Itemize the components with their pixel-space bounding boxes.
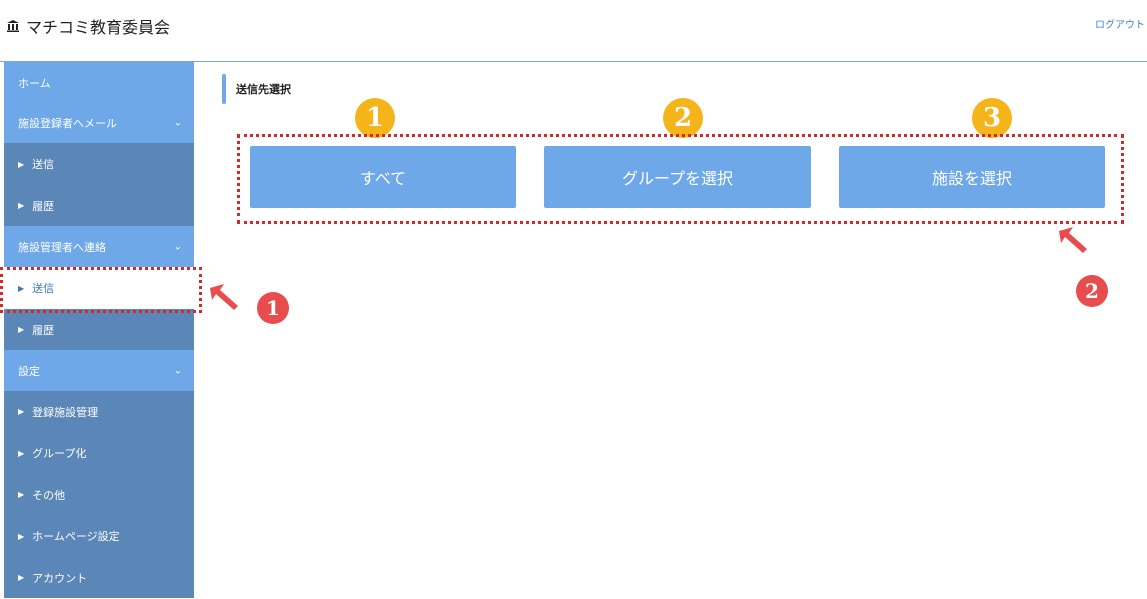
- sidebar-item-label: 送信: [32, 282, 55, 295]
- sidebar-item-label: ホームページ設定: [32, 530, 120, 543]
- annotation-number-2: 2: [663, 98, 703, 138]
- triangle-right-icon: ▶: [18, 531, 25, 541]
- logout-link[interactable]: ログアウト: [1095, 20, 1145, 31]
- select-group-button[interactable]: グループを選択: [544, 146, 811, 208]
- annotation-number-red-1: 1: [257, 292, 289, 324]
- sidebar-item-admin-send[interactable]: ▶ 送信: [4, 267, 194, 309]
- sidebar-item-label: 施設管理者へ連絡: [18, 240, 106, 254]
- annotation-number-3: 3: [972, 98, 1012, 138]
- brand: マチコミ教育委員会: [6, 14, 170, 38]
- triangle-right-icon: ▶: [18, 448, 25, 458]
- arrow-up-left-icon: [210, 284, 238, 310]
- sidebar-item-label: 履歴: [32, 323, 55, 337]
- sidebar-item-mail-send[interactable]: ▶ 送信: [4, 143, 194, 185]
- arrow-up-left-icon: [1059, 227, 1087, 253]
- annotation-number-1: 1: [355, 98, 395, 138]
- sidebar-item-label: その他: [32, 488, 66, 502]
- sidebar-item-mail-history[interactable]: ▶ 履歴: [4, 185, 194, 226]
- sidebar-item-label: 施設登録者へメール: [18, 117, 117, 130]
- triangle-right-icon: ▶: [18, 159, 25, 169]
- sidebar: ホーム 施設登録者へメール ⌄ ▶ 送信 ▶ 履歴 施設管理者へ連絡 ⌄ ▶ 送…: [4, 62, 194, 599]
- highlight-box-buttons: [237, 134, 1124, 224]
- sidebar-item-label: グループ化: [32, 447, 87, 460]
- sidebar-item-home[interactable]: ホーム: [4, 62, 194, 103]
- triangle-right-icon: ▶: [18, 407, 25, 416]
- app-header: マチコミ教育委員会 ログアウト: [0, 0, 1147, 62]
- section-accent-bar: [222, 74, 226, 104]
- sidebar-item-label: 履歴: [32, 199, 55, 213]
- triangle-right-icon: ▶: [18, 325, 25, 334]
- chevron-down-icon: ⌄: [173, 117, 182, 129]
- sidebar-item-grouping[interactable]: ▶ グループ化: [4, 432, 194, 474]
- section-title-text: 送信先選択: [236, 83, 291, 96]
- sidebar-item-account[interactable]: ▶ アカウント: [4, 557, 194, 598]
- triangle-right-icon: ▶: [18, 283, 25, 293]
- sidebar-group-mail[interactable]: 施設登録者へメール ⌄: [4, 103, 194, 143]
- sidebar-item-homepage-settings[interactable]: ▶ ホームページ設定: [4, 515, 194, 557]
- select-facility-button[interactable]: 施設を選択: [839, 146, 1105, 208]
- sidebar-item-label: アカウント: [32, 571, 88, 585]
- section-title: 送信先選択: [222, 74, 291, 104]
- app-title: マチコミ教育委員会: [26, 18, 171, 37]
- triangle-right-icon: ▶: [18, 201, 25, 210]
- triangle-right-icon: ▶: [18, 573, 25, 582]
- sidebar-item-other[interactable]: ▶ その他: [4, 474, 194, 515]
- sidebar-group-admin[interactable]: 施設管理者へ連絡 ⌄: [4, 226, 194, 267]
- sidebar-group-settings[interactable]: 設定 ⌄: [4, 350, 194, 391]
- sidebar-item-label: 登録施設管理: [32, 405, 99, 419]
- triangle-right-icon: ▶: [18, 490, 25, 499]
- sidebar-item-label: 送信: [32, 158, 55, 171]
- select-all-button[interactable]: すべて: [250, 146, 516, 208]
- sidebar-item-label: 設定: [18, 364, 40, 378]
- chevron-down-icon: ⌄: [173, 241, 182, 252]
- sidebar-item-label: ホーム: [18, 76, 51, 90]
- sidebar-item-facility-manage[interactable]: ▶ 登録施設管理: [4, 391, 194, 432]
- sidebar-item-admin-history[interactable]: ▶ 履歴: [4, 309, 194, 350]
- highlight-box-sidebar-send: [0, 267, 202, 313]
- building-icon: [7, 20, 19, 32]
- chevron-down-icon: ⌄: [173, 365, 182, 376]
- annotation-number-red-2: 2: [1076, 275, 1108, 307]
